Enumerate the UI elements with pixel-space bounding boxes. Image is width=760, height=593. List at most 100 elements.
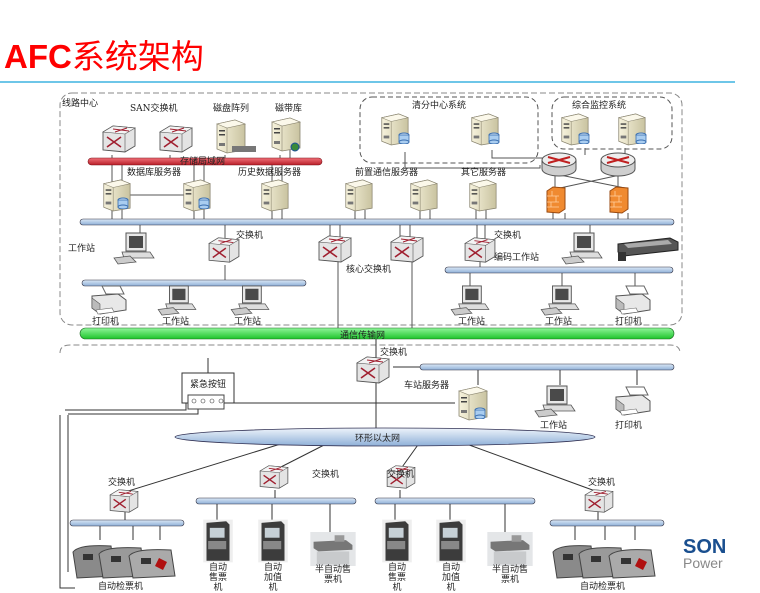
database-icon: [474, 407, 486, 419]
emergency-button-label: 紧急按钮: [190, 378, 226, 390]
switch-icon: [259, 465, 289, 489]
database-icon: [488, 132, 500, 144]
workstation-icon: [230, 285, 270, 316]
history-server-label: 历史数据服务器: [238, 166, 301, 178]
san-switch-icon: [159, 125, 193, 153]
device-label: 打印机: [92, 315, 119, 327]
tape-library-label: 磁带库: [275, 102, 302, 114]
disk-array-label: 磁盘阵列: [213, 102, 249, 114]
tvm-label: 售票: [209, 571, 227, 583]
workstation-icon: [157, 285, 197, 316]
station-switch-icon: [356, 356, 390, 384]
automatic-gate-icon: [70, 540, 182, 580]
bottom-row-labels: 打印机 工作站 工作站 工作站 工作站 打印机: [92, 315, 642, 327]
avm-label: 机: [446, 581, 455, 593]
tvm-bus-1: [195, 497, 357, 505]
switch-label: 交换机: [387, 468, 414, 480]
line-center-boundary: [59, 92, 683, 326]
gate-bus-right: [549, 519, 665, 527]
emergency-button-box: [181, 372, 235, 410]
frontend-server-icon: [410, 179, 438, 212]
database-icon: [635, 132, 647, 144]
left-sub-bus: [81, 279, 307, 287]
workstation-label: 工作站: [68, 242, 95, 254]
tvm-bus-2: [374, 497, 536, 505]
firewall-icon: [609, 186, 629, 214]
ring-ethernet-label: 环形以太网: [355, 432, 400, 444]
switch-right-label: 交换机: [494, 229, 521, 241]
san-switch-label: SAN交换机: [130, 102, 178, 114]
gate-left-label: 自动检票机: [98, 580, 143, 592]
tvm-label: 售票: [388, 571, 406, 583]
bom-label: 半自动售: [492, 563, 528, 575]
router-icon: [541, 152, 577, 177]
workstation-icon: [540, 285, 580, 316]
avm-label: 加值: [264, 571, 282, 583]
station-switch-label: 交换机: [380, 346, 407, 358]
database-icon: [198, 197, 210, 209]
automatic-gate-icon: [550, 540, 662, 580]
device-label: 工作站: [162, 315, 189, 327]
db-server-label: 数据库服务器: [127, 166, 181, 178]
avm-label: 自动: [442, 561, 460, 573]
add-value-machine-icon: [258, 519, 288, 563]
printer-icon: [615, 285, 651, 315]
ring-ethernet: [174, 427, 596, 447]
switch-label: 交换机: [108, 476, 135, 488]
storage-network-label: 存储局域网: [180, 155, 225, 167]
avm-label: 加值: [442, 571, 460, 583]
switch-icon: [109, 489, 139, 513]
other-server-icon: [469, 179, 497, 212]
add-value-machine-icon: [436, 519, 466, 563]
device-label: 打印机: [615, 315, 642, 327]
switch-icon: [464, 237, 496, 263]
clearing-system-label: 清分中心系统: [412, 99, 466, 111]
station-printer-label: 打印机: [615, 419, 642, 431]
encoding-workstation-label: 编码工作站: [494, 251, 539, 263]
transport-network-label: 通信传输网: [340, 329, 385, 341]
switch-icon: [584, 489, 614, 513]
tvm-label: 机: [213, 581, 222, 593]
station-workstation-label: 工作站: [540, 419, 567, 431]
gate-bus-left: [69, 519, 185, 527]
encoding-workstation-icon: [561, 232, 603, 265]
router-icon: [600, 152, 636, 177]
right-sub-bus: [444, 266, 674, 274]
station-server-label: 车站服务器: [404, 379, 449, 391]
storage-network-bus: [87, 157, 323, 166]
title-underline: [0, 81, 735, 83]
history-server-icon: [261, 179, 289, 212]
device-label: 工作站: [234, 315, 261, 327]
booking-office-machine-icon: [487, 532, 533, 566]
avm-label: 机: [268, 581, 277, 593]
workstation-icon: [534, 385, 576, 418]
transport-network-bus: [79, 327, 675, 340]
encoder-device-icon: [617, 237, 679, 262]
firewall-icon: [546, 186, 566, 214]
station-boundary: [59, 344, 681, 354]
disk-tray-icon: [232, 146, 256, 152]
frontend-server-label: 前置通信服务器: [355, 166, 418, 178]
title-cn: 系统架构: [71, 37, 204, 76]
switch-left-label: 交换机: [236, 229, 263, 241]
ticket-vending-machine-icon: [382, 519, 412, 563]
switch-icon: [208, 237, 240, 263]
workstation-icon: [450, 285, 490, 316]
device-label: 工作站: [458, 315, 485, 327]
printer-icon: [615, 386, 651, 416]
printer-icon: [91, 285, 127, 315]
tvm-label: 自动: [388, 561, 406, 573]
bom-label: 票机: [501, 573, 519, 585]
station-lan-bus: [419, 363, 675, 371]
bom-label: 半自动售: [315, 563, 351, 575]
ticket-vending-machine-icon: [203, 519, 233, 563]
database-icon: [398, 132, 410, 144]
avm-label: 自动: [264, 561, 282, 573]
core-switch-icon: [318, 235, 352, 263]
page-title: AFC系统架构: [4, 30, 204, 78]
workstation-icon: [113, 232, 155, 265]
bom-label: 票机: [324, 573, 342, 585]
frontend-server-icon: [345, 179, 373, 212]
station-wires: [59, 339, 638, 589]
